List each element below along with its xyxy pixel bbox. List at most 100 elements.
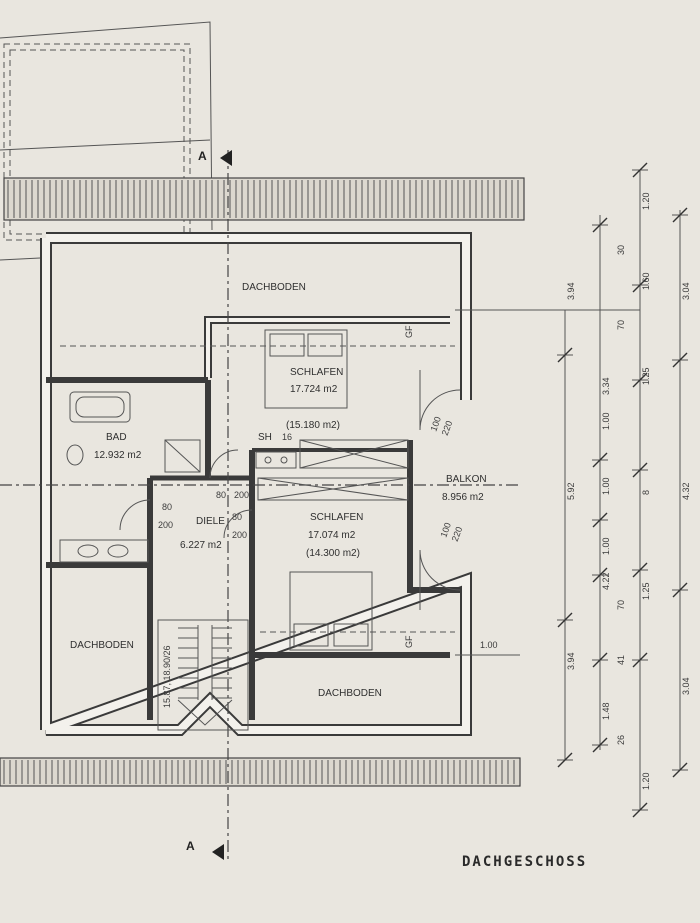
dim-mid-6: 1.48 [601,702,611,720]
room-schlafen-1-area: 17.724 m2 [290,384,338,395]
dim-small-4: 41 [616,655,626,665]
room-dachboden-top: DACHBODEN [242,282,306,293]
room-dachboden-bottom: DACHBODEN [318,688,382,699]
dim-mid-5-text: 4.22 [601,572,611,590]
room-schlafen-2-name: SCHLAFEN [310,512,363,523]
room-bad-area: 12.932 m2 [94,450,142,461]
door-bad-width: 80 [162,502,172,512]
door-diele-b-height: 200 [232,530,247,540]
dim-right-6: 1.20 [641,772,651,790]
sink-sh [255,451,297,469]
dim-right-1: 1.20 [641,192,651,210]
room-schlafen-1-name: SCHLAFEN [290,367,343,378]
bed-top [264,329,348,409]
door-balkon-bottom-label: 100 220 [438,521,464,543]
sh-code: 16 [282,432,292,442]
bed-bottom [289,571,373,651]
dim-far-3-text: 3.04 [681,677,691,695]
dim-small-2-text: 70 [616,320,626,330]
dim-mid-1-text: 1.00 [601,412,611,430]
section-arrow-top [220,150,232,166]
dim-mid-3-text: 1.00 [601,477,611,495]
dim-mid-1: 1.00 [601,412,611,430]
dim-far-2: 4.32 [681,482,691,500]
svg-text:GF: GF [404,325,414,338]
door-bad-height: 200 [158,520,173,530]
section-lines [0,150,640,860]
dim-small-3-text: 70 [616,600,626,610]
stair-label: 15.87, 18.90/26 [162,645,172,708]
balkon-width-label: 1.00 [480,640,498,650]
dim-outer-1: 3.94 [566,282,576,300]
toilet [66,444,84,466]
dim-right-3-text: 1.25 [641,367,651,385]
section-marker-bottom: A [186,839,195,853]
dim-right-4: 8 [641,490,651,495]
dim-mid-5: 4.22 [601,572,611,590]
room-bad-name: BAD [106,432,127,443]
dim-far-3: 3.04 [681,677,691,695]
roof-eave-bottom [0,757,521,787]
dim-right-5: 1.25 [641,582,651,600]
dim-mid-3: 1.00 [601,477,611,495]
dim-far-2-text: 4.32 [681,482,691,500]
door-diele-b-width: 80 [232,512,242,522]
dim-small-5-text: 26 [616,735,626,745]
svg-text:GF: GF [404,635,414,648]
dim-mid-2-text: 3.34 [601,377,611,395]
dim-small-5: 26 [616,735,626,745]
bathtub [69,391,131,423]
dim-small-2: 70 [616,320,626,330]
roof-eave-top [3,177,525,221]
svg-text:100: 100 [428,415,443,433]
door-diele-a-width: 80 [216,490,226,500]
dim-mid-6-text: 1.48 [601,702,611,720]
room-dachboden-left: DACHBODEN [70,640,134,651]
svg-text:15.87, 18.90/26: 15.87, 18.90/26 [162,645,172,708]
svg-text:100: 100 [438,521,453,539]
room-schlafen-2-area: 17.074 m2 [308,530,356,541]
plan-title: DACHGESCHOSS [462,854,587,870]
dim-small-1: 30 [616,245,626,255]
outer-walls [40,232,472,736]
dim-right-2-text: 1.60 [641,272,651,290]
dim-outer-2: 5.92 [566,482,576,500]
dim-right-3: 1.25 [641,367,651,385]
dim-right-1-text: 1.20 [641,192,651,210]
shower [164,439,201,473]
dim-right-6-text: 1.20 [641,772,651,790]
washbasins [59,539,149,563]
stair-landing [177,699,233,726]
svg-text:220: 220 [440,419,455,437]
section-arrow-bottom [212,844,224,860]
room-balkon-name: BALKON [446,474,487,485]
window-top-label: GF [404,325,414,338]
staircase [157,619,249,731]
dim-mid-2: 3.34 [601,377,611,395]
room-schlafen-2-area-alt: (14.300 m2) [306,548,360,559]
wardrobe-top [299,439,409,469]
room-diele-area: 6.227 m2 [180,540,222,551]
window-bottom-label: GF [404,635,414,648]
dim-far-1-text: 3.04 [681,282,691,300]
dim-small-1-text: 30 [616,245,626,255]
door-diele-a-height: 200 [234,490,249,500]
dim-small-4-text: 41 [616,655,626,665]
room-sh-name: SH [258,432,272,443]
dim-mid-4-text: 1.00 [601,537,611,555]
dimension-lines [557,162,688,818]
dim-outer-1-text: 3.94 [566,282,576,300]
dim-right-2: 1.60 [641,272,651,290]
svg-text:220: 220 [450,525,465,543]
room-schlafen-1-area-alt: (15.180 m2) [286,420,340,431]
dim-small-3: 70 [616,600,626,610]
dim-outer-3: 3.94 [566,652,576,670]
room-diele-name: DIELE [196,516,225,527]
wardrobe-mid [257,477,409,501]
interior-walls [46,316,460,720]
room-balkon-area: 8.956 m2 [442,492,484,503]
dim-right-4-text: 8 [641,490,651,495]
dim-outer-3-text: 3.94 [566,652,576,670]
